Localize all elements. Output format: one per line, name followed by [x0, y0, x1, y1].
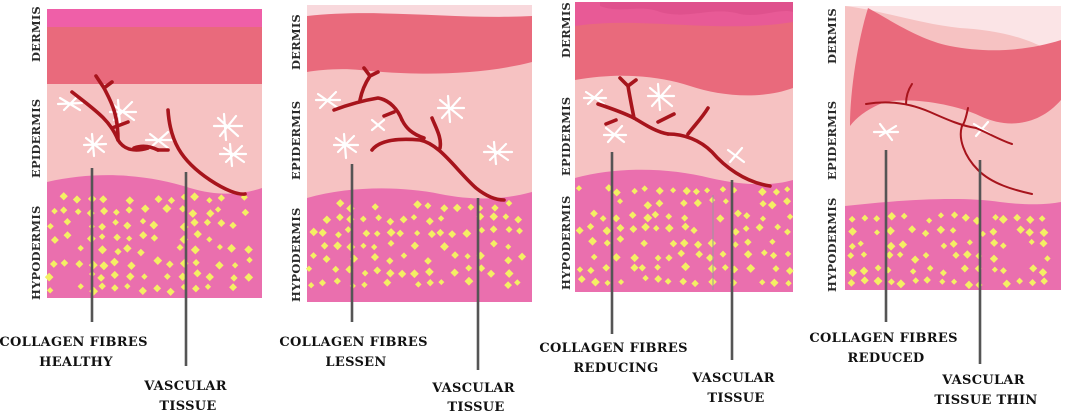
- hypodermis-label: HYPODERMIS: [289, 208, 303, 302]
- hypodermis-label: HYPODERMIS: [825, 198, 839, 292]
- vascular-callout-line1: VASCULAR: [941, 373, 1025, 388]
- dermis-label: DERMIS: [559, 2, 573, 58]
- panel-lessen: DERMIS EPIDERMIS HYPODERMIS COLLAGEN FIB…: [279, 5, 532, 414]
- collagen-callout-line1: COLLAGEN FIBRES: [0, 335, 148, 350]
- collagen-callout-line1: COLLAGEN FIBRES: [809, 331, 957, 346]
- dermis-top-band: [47, 9, 262, 27]
- panel-reducing: DERMIS EPIDERMIS HYPODERMIS COLLAGEN FIB: [539, 2, 793, 406]
- vascular-callout-line2: TISSUE: [707, 391, 764, 406]
- collagen-callout-line1: COLLAGEN FIBRES: [279, 335, 427, 350]
- vascular-callout-line2: TISSUE THIN: [934, 393, 1037, 408]
- collagen-callout-line1: COLLAGEN FIBRES: [539, 341, 687, 356]
- vascular-callout-line2: TISSUE: [159, 399, 216, 414]
- panel-reduced: DERMIS EPIDERMIS HYPODERMIS COLLAGEN FIB…: [809, 6, 1061, 408]
- collagen-callout-line2: HEALTHY: [39, 355, 113, 370]
- collagen-callout-line2: REDUCING: [573, 361, 658, 376]
- vascular-callout: VASCULAR TISSUE THIN: [934, 373, 1037, 408]
- vascular-callout-line1: VASCULAR: [143, 379, 227, 394]
- vascular-callout-line1: VASCULAR: [431, 381, 515, 396]
- collagen-callout: COLLAGEN FIBRES HEALTHY: [0, 335, 153, 370]
- panel-healthy: DERMIS EPIDERMIS HYPODERMIS C: [0, 6, 262, 414]
- epidermis-label: EPIDERMIS: [29, 99, 43, 178]
- collagen-callout: COLLAGEN FIBRES REDUCED: [809, 331, 962, 366]
- dermis-layer: [307, 11, 532, 74]
- epidermis-label: EPIDERMIS: [289, 101, 303, 180]
- collagen-callout-line2: LESSEN: [325, 355, 386, 370]
- dermis-label: DERMIS: [29, 6, 43, 62]
- vascular-callout: VASCULAR TISSUE: [431, 381, 520, 414]
- vascular-callout-line1: VASCULAR: [691, 371, 775, 386]
- epidermis-label: EPIDERMIS: [559, 97, 573, 176]
- collagen-callout: COLLAGEN FIBRES LESSEN: [279, 335, 432, 370]
- collagen-callout: COLLAGEN FIBRES REDUCING: [539, 341, 692, 376]
- dermis-label: DERMIS: [289, 14, 303, 70]
- vascular-callout: VASCULAR TISSUE: [691, 371, 780, 406]
- hypodermis-label: HYPODERMIS: [559, 196, 573, 290]
- vascular-callout: VASCULAR TISSUE: [143, 379, 232, 414]
- epidermis-label: EPIDERMIS: [825, 101, 839, 180]
- dermis-label: DERMIS: [825, 8, 839, 64]
- vascular-callout-line2: TISSUE: [447, 400, 504, 414]
- hypodermis-label: HYPODERMIS: [29, 206, 43, 300]
- collagen-callout-line2: REDUCED: [848, 351, 925, 366]
